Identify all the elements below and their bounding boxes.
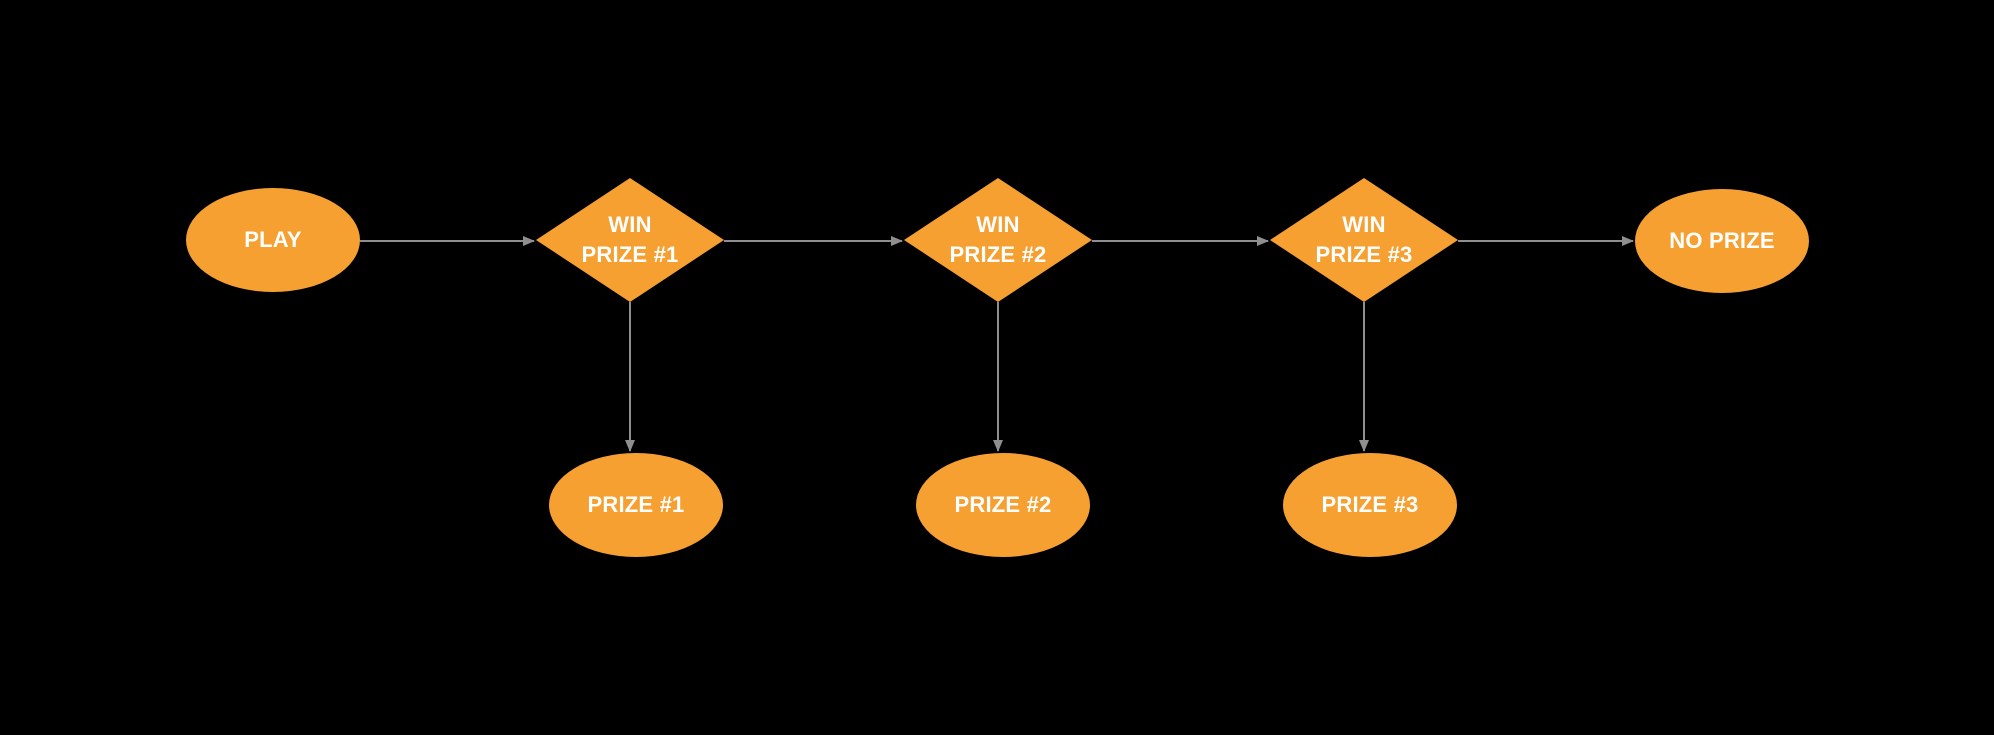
node-prize-1-label: PRIZE #1: [587, 492, 685, 517]
node-prize-1: PRIZE #1: [549, 453, 723, 557]
node-win-prize-1-label: WIN PRIZE #1: [581, 212, 679, 267]
node-prize-2-label: PRIZE #2: [954, 492, 1052, 517]
node-win-prize-3-label: WIN PRIZE #3: [1315, 212, 1413, 267]
node-win-prize-2-label: WIN PRIZE #2: [949, 212, 1047, 267]
node-prize-2: PRIZE #2: [916, 453, 1090, 557]
node-play: PLAY: [186, 188, 360, 292]
node-no-prize-label: NO PRIZE: [1669, 228, 1775, 253]
node-play-label: PLAY: [244, 227, 302, 252]
node-prize-3: PRIZE #3: [1283, 453, 1457, 557]
node-no-prize: NO PRIZE: [1635, 189, 1809, 293]
node-prize-3-label: PRIZE #3: [1321, 492, 1419, 517]
